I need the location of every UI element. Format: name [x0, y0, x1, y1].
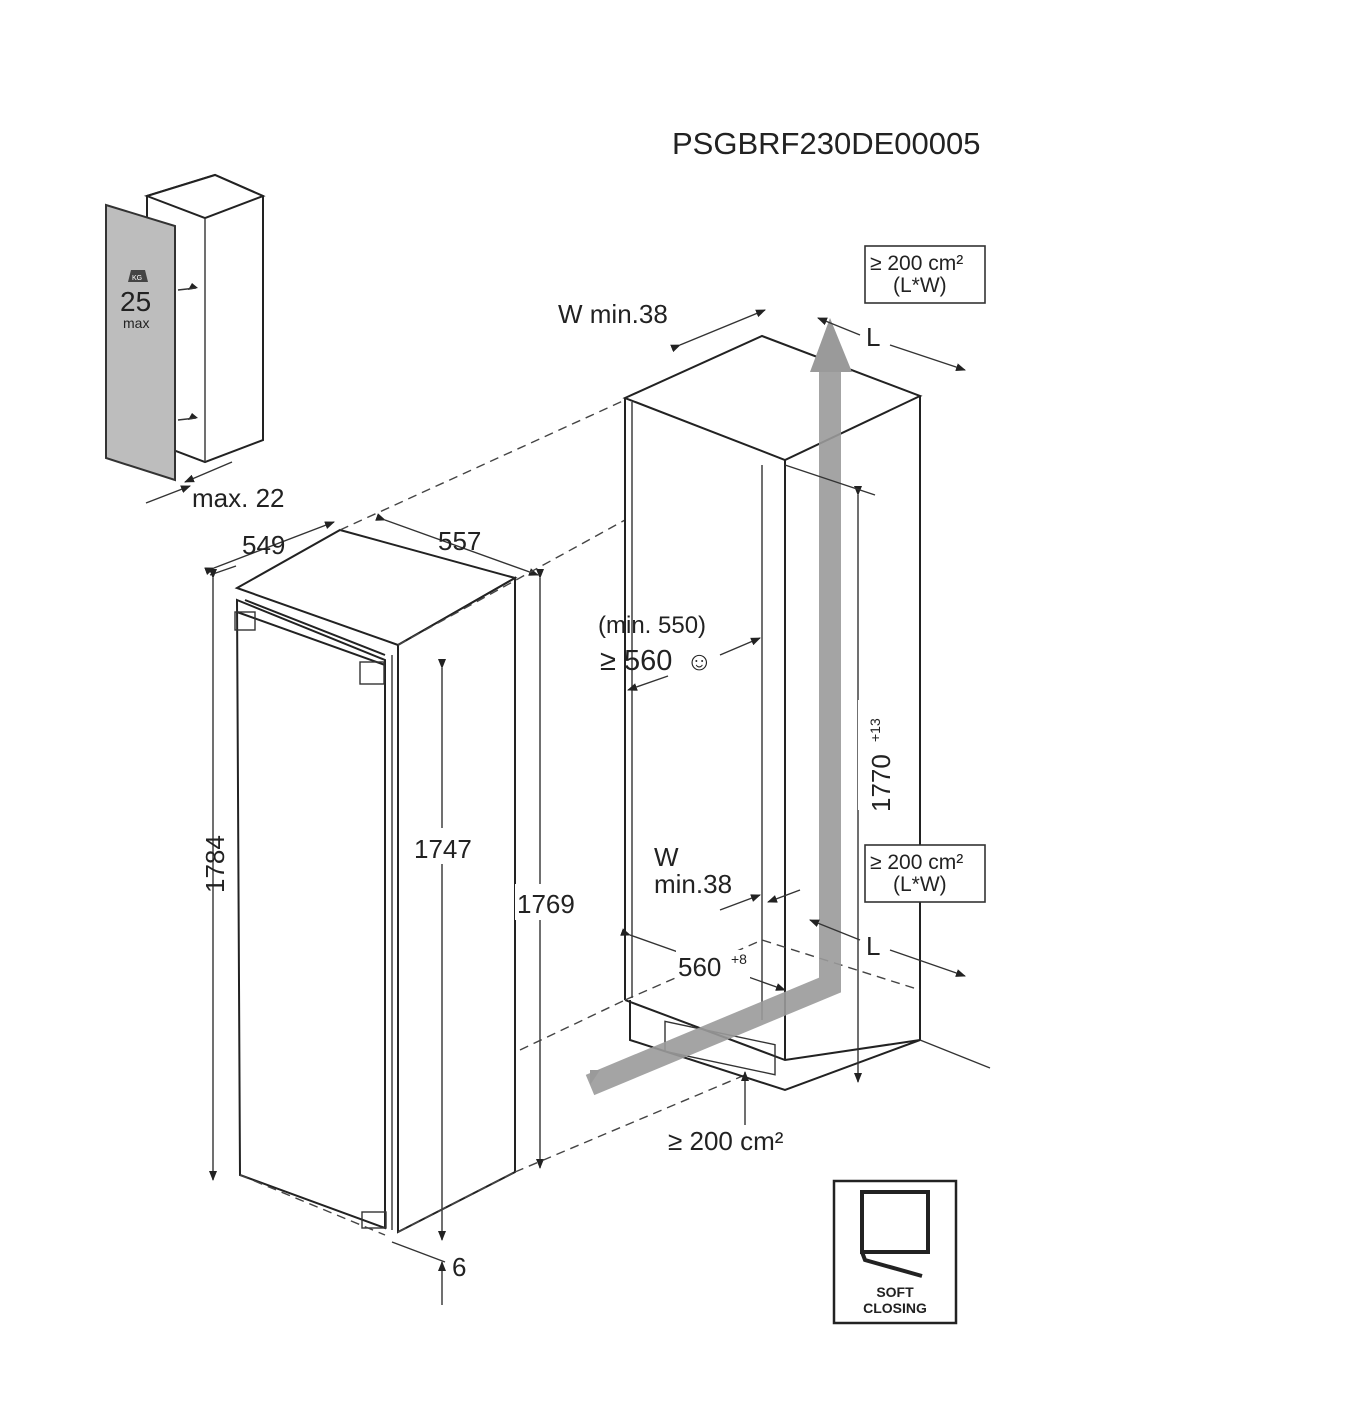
svg-text:≥ 200 cm²: ≥ 200 cm²: [870, 252, 963, 275]
svg-text:1770: 1770: [866, 754, 896, 812]
svg-text:6: 6: [452, 1252, 466, 1282]
svg-text:(min. 550): (min. 550): [598, 612, 706, 639]
svg-text:☺: ☺: [686, 646, 713, 676]
svg-text:+8: +8: [731, 951, 747, 967]
soft-closing-badge: SOFT CLOSING: [832, 1179, 958, 1325]
svg-text:KG: KG: [132, 275, 142, 282]
svg-text:min.38: min.38: [654, 869, 732, 899]
svg-text:≥ 200 cm²: ≥ 200 cm²: [668, 1126, 784, 1156]
svg-text:1747: 1747: [414, 834, 472, 864]
svg-text:CLOSING: CLOSING: [863, 1300, 927, 1316]
svg-text:549: 549: [242, 530, 285, 560]
svg-text:SOFT: SOFT: [876, 1284, 914, 1300]
svg-text:557: 557: [438, 526, 481, 556]
svg-text:≥ 560: ≥ 560: [600, 645, 672, 677]
svg-text:max. 22: max. 22: [192, 483, 285, 513]
svg-text:≥ 200 cm²: ≥ 200 cm²: [870, 851, 963, 874]
svg-text:560: 560: [678, 952, 721, 982]
model-number: PSGBRF230DE00005: [672, 126, 980, 161]
svg-text:+13: +13: [867, 718, 883, 742]
door-closing-icon: [860, 1251, 923, 1278]
svg-text:W: W: [654, 842, 679, 872]
niche-illustration: W min.38 L ≥ 200 cm² (L*W) (min. 550) ≥ …: [558, 245, 991, 1156]
svg-text:1769: 1769: [517, 889, 575, 919]
svg-text:L: L: [866, 322, 880, 352]
svg-text:1784: 1784: [200, 835, 230, 893]
door-panel-illustration: KG 25 max max. 22: [105, 173, 285, 513]
svg-text:25: 25: [120, 286, 151, 317]
svg-text:L: L: [866, 931, 880, 961]
svg-text:W min.38: W min.38: [558, 299, 668, 329]
svg-text:max: max: [123, 315, 149, 331]
appliance-illustration: 549 557 1784 1747 1769 6: [200, 513, 595, 1305]
svg-text:(L*W): (L*W): [893, 873, 947, 896]
weight-icon: [128, 270, 148, 282]
svg-text:(L*W): (L*W): [893, 274, 947, 297]
